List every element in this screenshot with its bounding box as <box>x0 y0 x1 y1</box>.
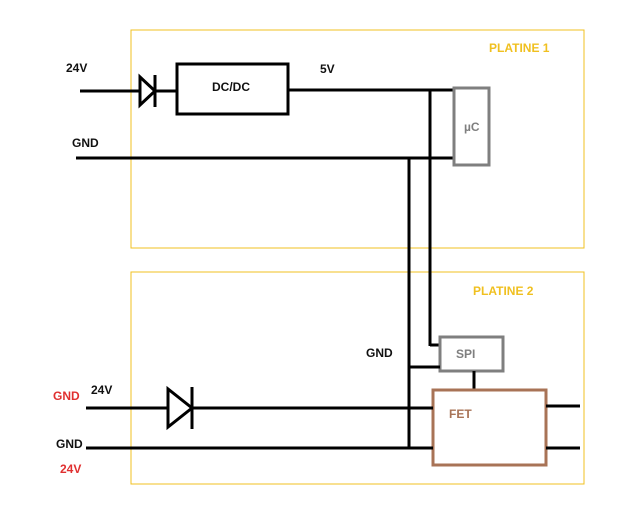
diode-2 <box>166 385 195 431</box>
spi-label: SPI <box>456 347 475 361</box>
input-24v-label-platine-2: 24V <box>91 383 112 397</box>
microcontroller <box>452 86 491 167</box>
platine-2-label: PLATINE 2 <box>473 284 534 298</box>
platine-2-board <box>130 271 585 485</box>
lower-gnd-label: GND <box>56 437 83 451</box>
5v-label: 5V <box>320 62 335 76</box>
fet-transistor <box>431 388 548 467</box>
lower-24v-red-label: 24V <box>60 462 81 476</box>
gnd-bus-label: GND <box>366 346 393 360</box>
diode-1 <box>138 73 158 109</box>
input-24v-label: 24V <box>66 61 87 75</box>
platine-1-label: PLATINE 1 <box>489 41 550 55</box>
dcdc-label: DC/DC <box>212 80 250 94</box>
gnd-label-platine-1: GND <box>72 136 99 150</box>
dcdc-converter <box>175 62 290 116</box>
spi-interface <box>438 335 505 373</box>
input-gnd-red-label: GND <box>53 389 80 403</box>
platine-1-board <box>130 29 585 249</box>
uc-label: µC <box>464 120 480 134</box>
fet-label: FET <box>449 407 472 421</box>
